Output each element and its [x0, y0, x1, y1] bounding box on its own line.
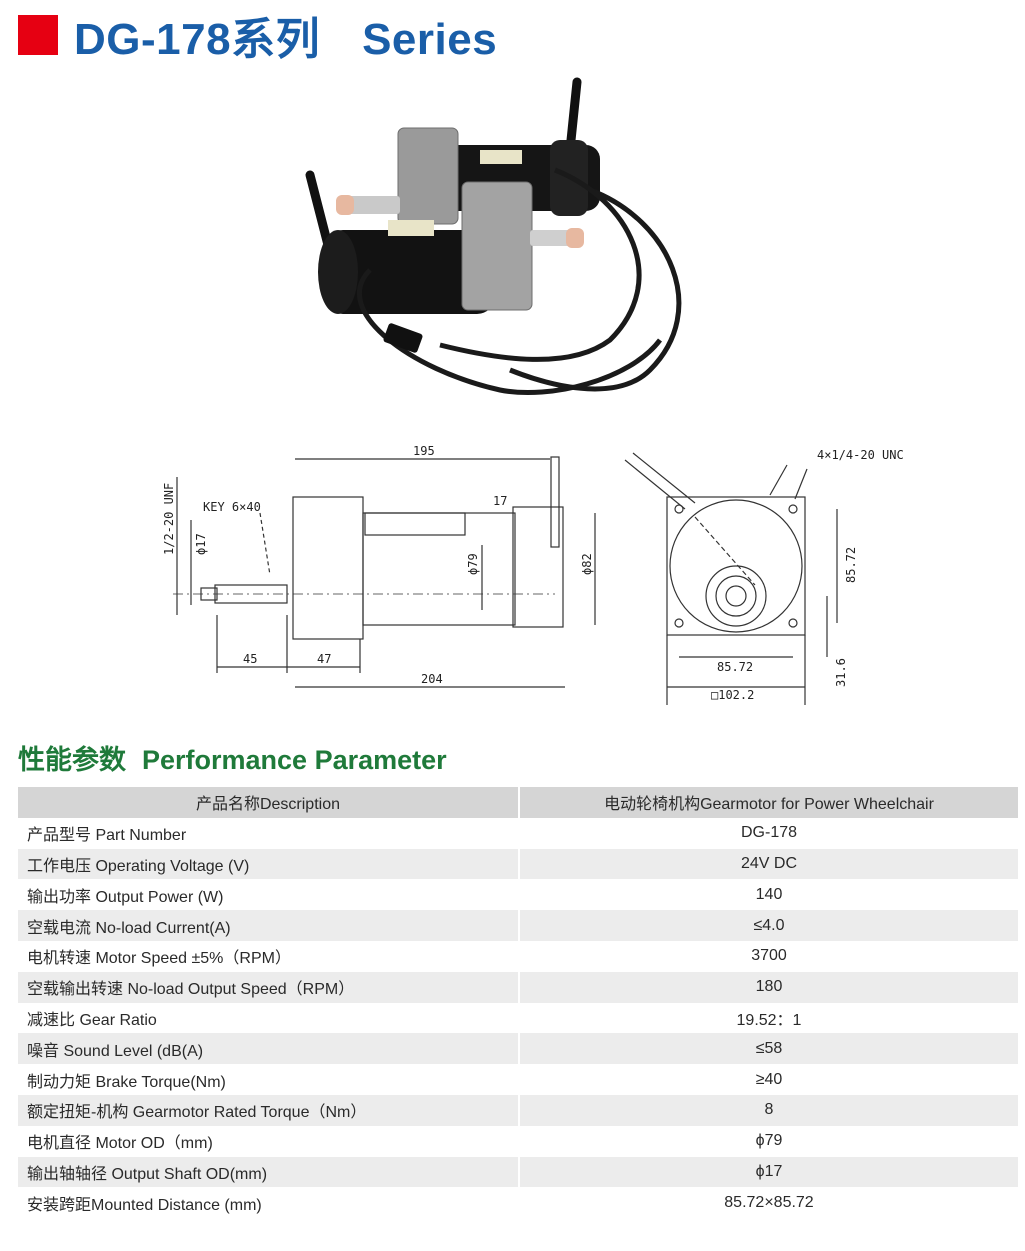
- performance-table: 产品名称Description 电动轮椅机构Gearmotor for Powe…: [18, 787, 1018, 1219]
- red-square-icon: [18, 15, 58, 55]
- dim-204: 204: [421, 672, 443, 686]
- dim-45: 45: [243, 652, 257, 666]
- page-header: DG-178系列 Series: [18, 10, 497, 64]
- header-description: 产品名称Description: [18, 787, 519, 818]
- technical-drawing: 195 1/2-20 UNF ϕ17 KEY 6×40 ϕ79 ϕ82 17 4…: [162, 444, 904, 705]
- dim-85-72-horizontal: 85.72: [717, 660, 753, 674]
- row-value: ≥40: [518, 1064, 1018, 1095]
- row-label: 额定扭矩-机构 Gearmotor Rated Torque（Nm）: [18, 1094, 519, 1126]
- row-value: ϕ79: [518, 1125, 1018, 1157]
- table-row: 制动力矩 Brake Torque(Nm)≥40: [18, 1064, 1018, 1095]
- gearmotor-photo: [305, 77, 682, 395]
- table-row: 空载输出转速 No-load Output Speed（RPM）180: [18, 971, 1018, 1003]
- dim-47: 47: [317, 652, 331, 666]
- table-row: 工作电压 Operating Voltage (V)24V DC: [18, 848, 1018, 880]
- dim-key: KEY 6×40: [203, 500, 261, 514]
- table-row: 安装跨距Mounted Distance (mm)85.72×85.72: [18, 1187, 1018, 1219]
- section-title-en: Performance Parameter: [142, 745, 447, 775]
- table-row: 电机转速 Motor Speed ±5%（RPM）3700: [18, 940, 1018, 972]
- page-title: DG-178系列 Series: [74, 3, 497, 67]
- row-label: 安装跨距Mounted Distance (mm): [18, 1187, 519, 1219]
- row-label: 电机直径 Motor OD（mm): [18, 1125, 519, 1157]
- title-cn: DG-178系列: [74, 15, 321, 64]
- row-label: 空载输出转速 No-load Output Speed（RPM）: [18, 971, 519, 1003]
- connector-icon: [383, 323, 423, 353]
- dim-79: ϕ79: [466, 553, 480, 575]
- row-value: 180: [518, 971, 1018, 1003]
- section-title: 性能参数 Performance Parameter: [18, 738, 447, 777]
- table-header-row: 产品名称Description 电动轮椅机构Gearmotor for Powe…: [18, 787, 1018, 818]
- table-row: 空载电流 No-load Current(A)≤4.0: [18, 910, 1018, 941]
- dim-shaft-17: ϕ17: [194, 533, 208, 555]
- row-value: 24V DC: [518, 848, 1018, 880]
- row-label: 制动力矩 Brake Torque(Nm): [18, 1064, 519, 1095]
- row-value: 85.72×85.72: [518, 1187, 1018, 1219]
- row-label: 噪音 Sound Level (dB(A): [18, 1033, 519, 1065]
- row-label: 工作电压 Operating Voltage (V): [18, 848, 519, 880]
- header-product: 电动轮椅机构Gearmotor for Power Wheelchair: [518, 787, 1018, 818]
- dim-17b: 17: [493, 494, 507, 508]
- dim-31-6: 31.6: [834, 658, 848, 687]
- row-value: 140: [518, 879, 1018, 911]
- row-label: 输出功率 Output Power (W): [18, 879, 519, 911]
- dim-thread: 1/2-20 UNF: [162, 483, 176, 555]
- row-value: DG-178: [518, 817, 1018, 849]
- dim-102-2: □102.2: [711, 688, 754, 702]
- front-motor-image: [305, 170, 584, 314]
- row-label: 减速比 Gear Ratio: [18, 1002, 519, 1034]
- section-title-cn: 性能参数: [18, 745, 126, 775]
- table-row: 电机直径 Motor OD（mm)ϕ79: [18, 1125, 1018, 1157]
- row-value: ϕ17: [518, 1156, 1018, 1188]
- row-label: 电机转速 Motor Speed ±5%（RPM）: [18, 940, 519, 972]
- table-row: 输出功率 Output Power (W)140: [18, 879, 1018, 911]
- dim-holes: 4×1/4-20 UNC: [817, 448, 904, 462]
- row-label: 空载电流 No-load Current(A): [18, 910, 519, 941]
- row-value: 19.52：1: [518, 1002, 1018, 1034]
- table-row: 输出轴轴径 Output Shaft OD(mm)ϕ17: [18, 1156, 1018, 1188]
- dim-85-72-vertical: 85.72: [844, 547, 858, 583]
- title-en: Series: [362, 15, 498, 64]
- dim-82: ϕ82: [580, 553, 594, 575]
- table-row: 噪音 Sound Level (dB(A)≤58: [18, 1033, 1018, 1065]
- row-value: 8: [518, 1094, 1018, 1126]
- row-label: 产品型号 Part Number: [18, 817, 519, 849]
- row-value: 3700: [518, 940, 1018, 972]
- table-row: 额定扭矩-机构 Gearmotor Rated Torque（Nm）8: [18, 1094, 1018, 1126]
- row-value: ≤4.0: [518, 910, 1018, 941]
- row-value: ≤58: [518, 1033, 1018, 1065]
- row-label: 输出轴轴径 Output Shaft OD(mm): [18, 1156, 519, 1188]
- dim-195: 195: [413, 444, 435, 458]
